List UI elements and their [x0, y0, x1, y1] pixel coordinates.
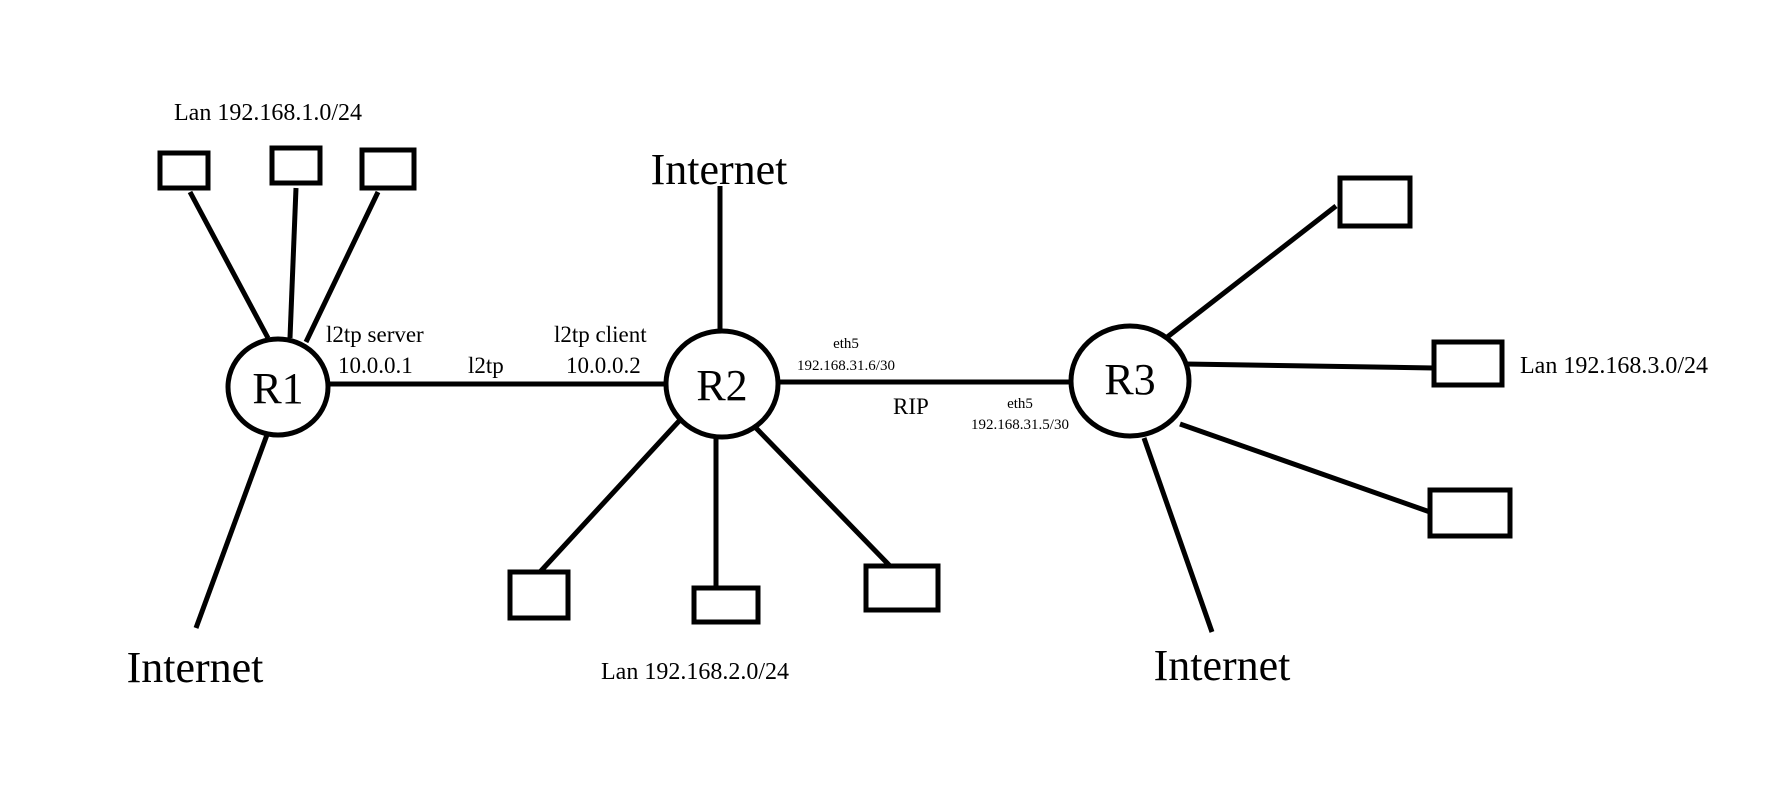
r1-lan-host-3 [359, 147, 417, 191]
r2-lan-label: Lan 192.168.2.0/24 [601, 659, 789, 685]
r2-internet-label: Internet [651, 145, 788, 194]
r1-lan-host-1 [157, 150, 211, 191]
r3-lan-link-3 [1179, 421, 1431, 515]
r2-eth5-ip-label: 192.168.31.6/30 [797, 358, 895, 374]
r3-lan-host-1 [1337, 175, 1413, 229]
r2-lan-link-3 [754, 426, 892, 568]
r1-internet-link [193, 431, 271, 629]
r1-lan-link-1 [187, 190, 271, 340]
r3-eth5-ip-label: 192.168.31.5/30 [971, 417, 1069, 433]
r3-eth5-iface-label: eth5 [1007, 396, 1033, 412]
l2tp-server-ip-label: 10.0.0.1 [338, 353, 413, 378]
r2-lan-host-1 [507, 569, 571, 621]
router-r1 [225, 336, 331, 438]
l2tp-server-role-label: l2tp server [326, 322, 424, 347]
router-r3 [1068, 323, 1192, 439]
r3-lan-link-1 [1164, 204, 1338, 340]
r3-lan-host-3 [1427, 487, 1513, 539]
l2tp-protocol-label: l2tp [468, 353, 504, 378]
router-r2 [663, 328, 781, 440]
router-r1-label: R1 [252, 364, 303, 413]
r3-internet-link [1141, 437, 1215, 633]
r1-lan-host-2 [269, 145, 323, 186]
r3-lan-host-2 [1431, 339, 1505, 388]
router-r3-label: R3 [1104, 355, 1155, 404]
router-r2-label: R2 [696, 361, 747, 410]
r2-lan-host-3 [863, 563, 941, 613]
l2tp-client-ip-label: 10.0.0.2 [566, 353, 641, 378]
r2-lan-link-1 [538, 418, 682, 574]
l2tp-client-role-label: l2tp client [554, 322, 647, 347]
r1-lan-label: Lan 192.168.1.0/24 [174, 100, 362, 126]
r2-eth5-iface-label: eth5 [833, 336, 859, 352]
r1-lan-link-2 [287, 187, 299, 339]
r3-internet-label: Internet [1154, 641, 1291, 690]
r3-lan-link-2 [1185, 361, 1435, 371]
r1-internet-label: Internet [127, 643, 264, 692]
r2-lan-host-2 [691, 585, 761, 625]
r3-lan-label: Lan 192.168.3.0/24 [1520, 353, 1708, 379]
r1-lan-link-3 [303, 190, 381, 344]
rip-protocol-label: RIP [893, 394, 929, 419]
